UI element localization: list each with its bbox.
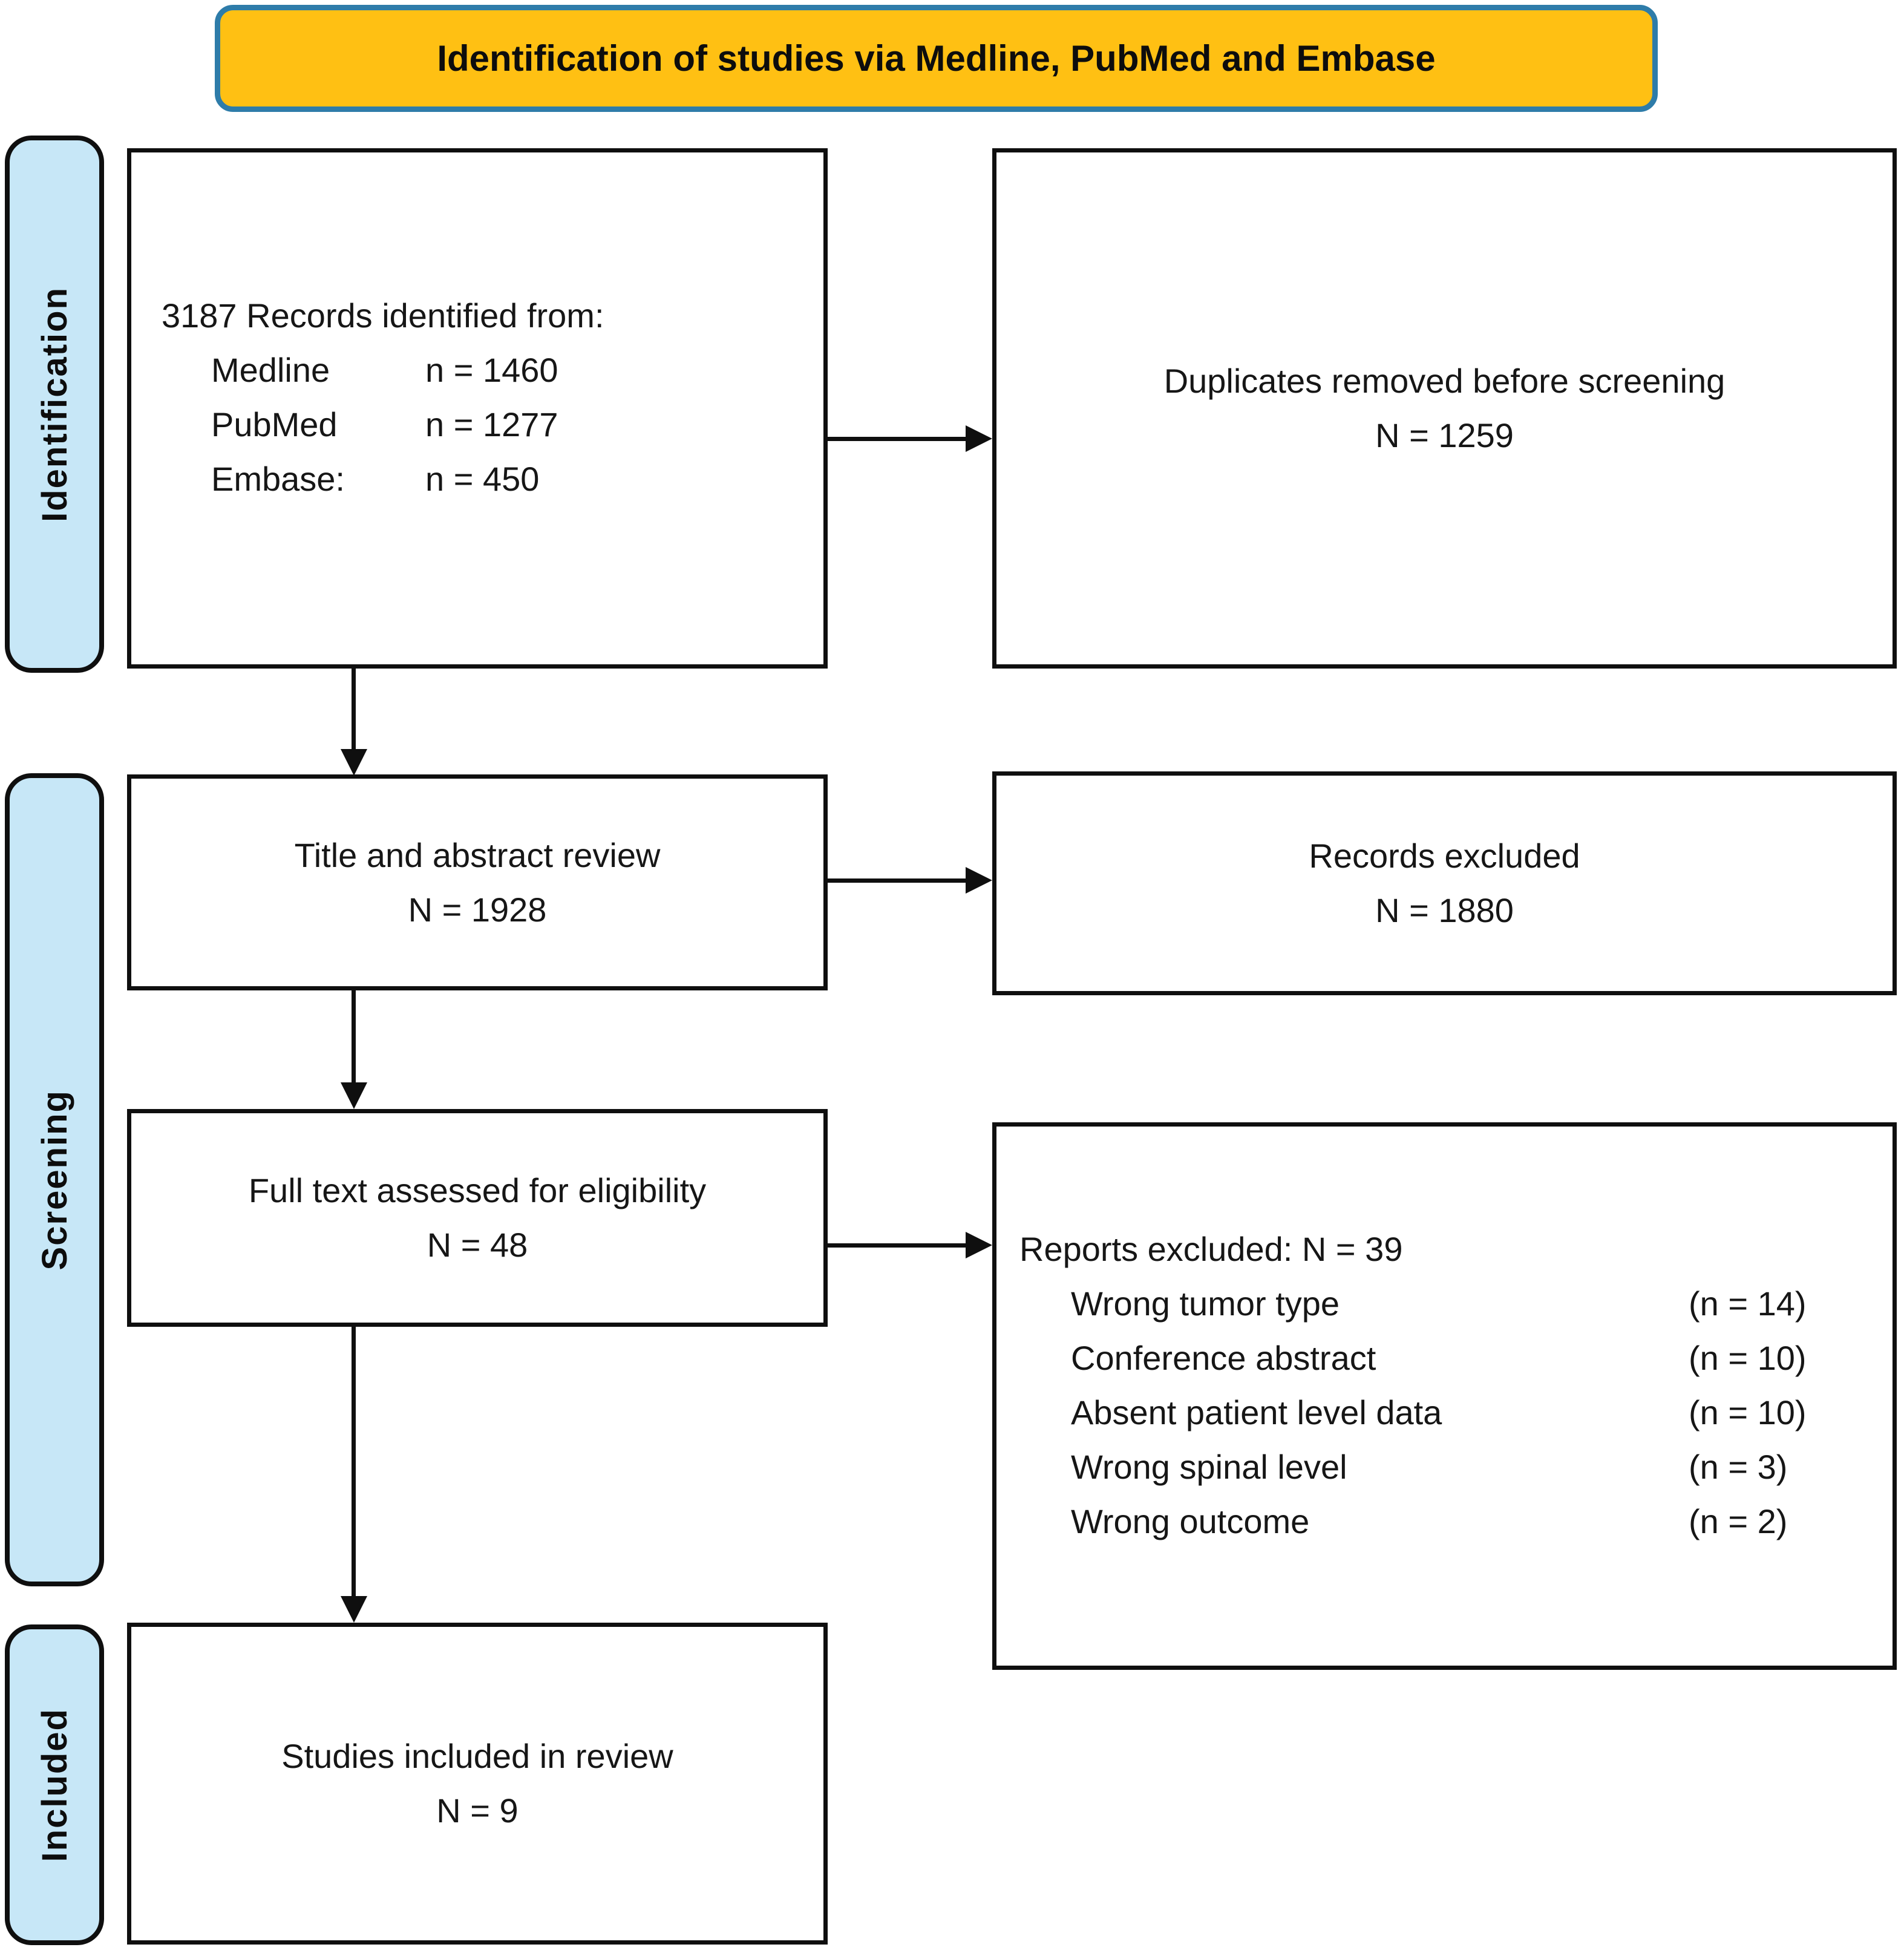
reason-label: Conference abstract [1071,1339,1376,1377]
arrow-identified-to-duplicates-head-icon [966,425,992,452]
records-identified-box: 3187 Records identified from: Medline n … [127,148,828,669]
source-count: n = 450 [425,460,540,498]
source-row: PubMed n = 1277 [211,397,805,452]
diagram-title-banner: Identification of studies via Medline, P… [215,5,1658,112]
reason-row: Wrong spinal level (n = 3) [1071,1440,1856,1494]
stage-included: Included [5,1624,104,1945]
reason-row: Conference abstract (n = 10) [1071,1331,1856,1385]
arrow-full-text-to-included-line [352,1327,356,1599]
full-text-assessed-box: Full text assessed for eligibility N = 4… [127,1109,828,1327]
arrow-title-abstract-to-records-excluded-head-icon [966,867,992,894]
studies-included-count: N = 9 [436,1791,519,1830]
reason-count: (n = 2) [1689,1502,1788,1540]
records-identified-title: 3187 Records identified from: [162,296,604,335]
arrow-full-text-to-reports-excluded-line [828,1243,967,1248]
records-excluded-box: Records excluded N = 1880 [992,771,1897,995]
duplicates-removed-text: Duplicates removed before screening [1163,362,1726,400]
duplicates-removed-count: N = 1259 [1375,416,1514,454]
records-identified-sources: Medline n = 1460 PubMed n = 1277 Embase:… [211,343,805,506]
diagram-title: Identification of studies via Medline, P… [437,38,1436,79]
reason-row: Absent patient level data (n = 10) [1071,1385,1856,1440]
reason-row: Wrong outcome (n = 2) [1071,1494,1856,1549]
records-excluded-count: N = 1880 [1375,891,1514,929]
reason-label: Wrong spinal level [1071,1448,1347,1486]
reason-label: Absent patient level data [1071,1393,1442,1431]
title-abstract-review-count: N = 1928 [408,890,547,929]
reason-label: Wrong tumor type [1071,1284,1340,1323]
reason-row: Wrong tumor type (n = 14) [1071,1277,1856,1331]
duplicates-removed-box: Duplicates removed before screening N = … [992,148,1897,669]
studies-included-text: Studies included in review [281,1737,673,1775]
full-text-assessed-count: N = 48 [427,1226,528,1264]
arrow-identified-to-duplicates-line [828,437,967,441]
stage-screening-label: Screening [34,1089,74,1271]
reason-label: Wrong outcome [1071,1502,1310,1540]
studies-included-box: Studies included in review N = 9 [127,1623,828,1945]
source-count: n = 1460 [425,351,558,389]
stage-included-label: Included [34,1707,74,1862]
source-count: n = 1277 [425,405,558,443]
reports-excluded-title: Reports excluded: N = 39 [1019,1230,1403,1268]
arrow-title-abstract-to-full-text-line [352,990,356,1084]
arrow-full-text-to-reports-excluded-head-icon [966,1232,992,1258]
arrow-full-text-to-included-head-icon [341,1596,367,1623]
stage-screening: Screening [5,773,104,1586]
reports-excluded-reasons: Wrong tumor type (n = 14) Conference abs… [1071,1277,1856,1549]
arrow-identified-to-title-abstract-head-icon [341,749,367,776]
reason-count: (n = 10) [1689,1393,1807,1431]
arrow-identified-to-title-abstract-line [352,669,356,753]
source-row: Medline n = 1460 [211,343,805,397]
reason-count: (n = 10) [1689,1339,1807,1377]
source-label: Medline [211,351,330,389]
arrow-title-abstract-to-full-text-head-icon [341,1082,367,1109]
full-text-assessed-text: Full text assessed for eligibility [248,1171,707,1209]
source-label: Embase: [211,460,345,498]
source-row: Embase: n = 450 [211,452,805,506]
reports-excluded-box: Reports excluded: N = 39 Wrong tumor typ… [992,1122,1897,1670]
source-label: PubMed [211,405,338,443]
records-excluded-text: Records excluded [1309,837,1580,875]
title-abstract-review-text: Title and abstract review [294,836,661,874]
arrow-title-abstract-to-records-excluded-line [828,878,967,883]
title-abstract-review-box: Title and abstract review N = 1928 [127,774,828,990]
stage-identification: Identification [5,136,104,673]
reason-count: (n = 3) [1689,1448,1788,1486]
reason-count: (n = 14) [1689,1284,1807,1323]
stage-identification-label: Identification [34,286,74,522]
